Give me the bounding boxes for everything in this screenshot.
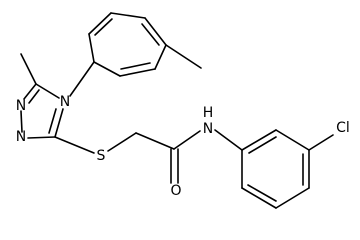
bond-c5-n1-inner: [28, 89, 40, 104]
bond-tolyl-4: [144, 17, 167, 46]
bond-tolyl-5: [154, 44, 167, 70]
bond-ch2-co: [135, 132, 175, 150]
bond-cp-5: [241, 187, 277, 209]
atom-label-n2: N: [16, 129, 26, 145]
bond-tolyl-methyl: [165, 44, 202, 69]
bond-n1-n2: [20, 110, 23, 133]
bond-s-ch2: [107, 132, 137, 152]
bond-tolyl-4-inner: [141, 23, 160, 46]
atom-label-nh-h: H: [203, 105, 214, 121]
bond-tolyl-7: [93, 61, 121, 77]
atom-label-n4: N: [60, 94, 70, 110]
bond-tolyl-6: [119, 68, 156, 77]
bond-n4-aryl: [69, 61, 95, 97]
bond-cp-1-inner: [248, 136, 277, 154]
bond-tolyl-1: [88, 33, 95, 63]
bond-cp-5-inner: [247, 184, 277, 202]
atom-label-o: O: [170, 183, 181, 199]
atom-labels: N N N S O N H Cl: [16, 94, 350, 199]
bond-c5-n1: [23, 83, 37, 100]
bond-tolyl-2-inner: [94, 18, 113, 36]
atom-label-s: S: [97, 148, 106, 164]
atom-label-nh-n: N: [203, 121, 213, 137]
bond-cp-4: [275, 187, 310, 209]
chemical-structure-diagram: N N N S O N H Cl: [16, 12, 350, 209]
bond-n2-c3: [27, 136, 56, 139]
bond-methyl-c5: [20, 53, 37, 85]
bond-tolyl-6-inner: [120, 62, 151, 70]
bond-c3-n4: [54, 108, 64, 138]
bond-c3-n4-inner: [48, 108, 57, 134]
bond-c-nh: [173, 130, 201, 150]
bond-lines: [20, 12, 334, 209]
bond-nh-aryl: [214, 129, 243, 151]
bond-tolyl-2: [88, 12, 112, 35]
bond-c-cl: [308, 134, 334, 151]
bond-cp-1: [241, 129, 277, 151]
atom-label-n1: N: [16, 98, 26, 114]
atom-label-cl: Cl: [336, 120, 350, 136]
bond-c3-s: [54, 136, 95, 154]
bond-tolyl-3: [110, 12, 146, 19]
bond-cp-2: [275, 129, 310, 151]
bond-c5-n4: [35, 83, 60, 99]
